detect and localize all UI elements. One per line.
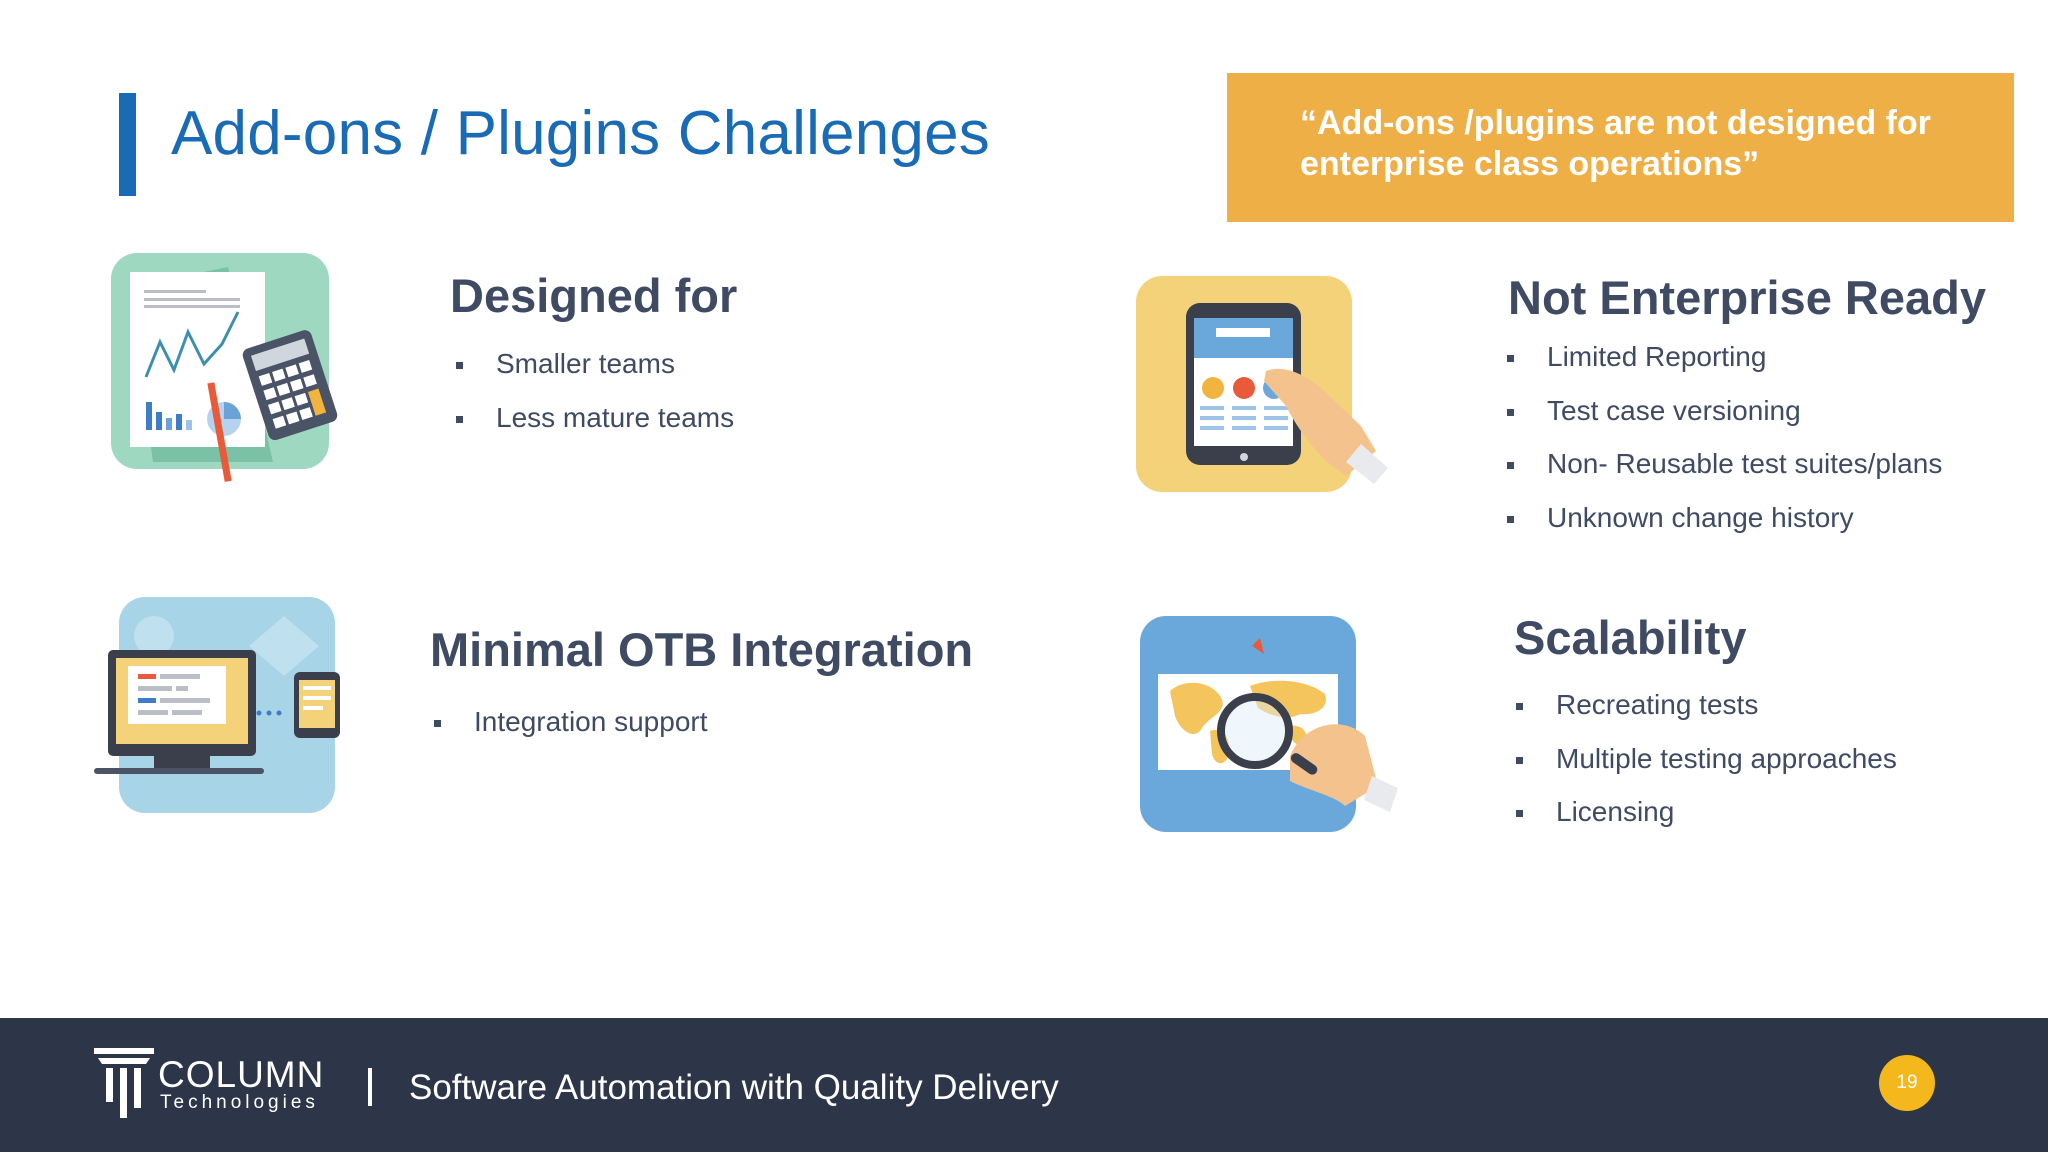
- footer-bar: [0, 1018, 2048, 1152]
- list-item: Licensing: [1516, 796, 1897, 850]
- list-item: Test case versioning: [1507, 395, 1942, 449]
- section-heading-not-enterprise-ready: Not Enterprise Ready: [1508, 271, 1986, 324]
- list-item: Less mature teams: [456, 402, 734, 456]
- quote-text: “Add-ons /plugins are not designed for e…: [1300, 104, 1931, 183]
- scalability-list: Recreating tests Multiple testing approa…: [1516, 689, 1897, 850]
- bullet-icon: [434, 720, 441, 727]
- list-item: Unknown change history: [1507, 502, 1942, 556]
- bullet-icon: [456, 415, 463, 423]
- column-logo-icon: [94, 1048, 154, 1118]
- logo-name: COLUMN: [158, 1054, 325, 1095]
- quote-callout: “Add-ons /plugins are not designed for e…: [1227, 73, 2014, 222]
- logo-subtitle: Technologies: [160, 1092, 319, 1113]
- bullet-icon: [1516, 756, 1523, 764]
- bullet-icon: [456, 362, 463, 369]
- not-enterprise-ready-list: Limited Reporting Test case versioning N…: [1507, 341, 1942, 555]
- slide-title: Add-ons / Plugins Challenges: [171, 99, 990, 168]
- bullet-icon: [1516, 703, 1523, 710]
- bullet-icon: [1507, 355, 1514, 362]
- list-item: Integration support: [434, 706, 708, 760]
- list-item: Multiple testing approaches: [1516, 743, 1897, 797]
- title-accent-bar: [119, 93, 136, 196]
- minimal-otb-list: Integration support: [434, 706, 708, 760]
- bullet-icon: [1507, 515, 1514, 523]
- map-magnifier-icon: [1140, 616, 1398, 832]
- report-calculator-icon: [111, 253, 338, 482]
- page-number-badge: 19: [1879, 1055, 1935, 1111]
- footer-divider: [368, 1068, 372, 1106]
- section-heading-designed-for: Designed for: [450, 269, 738, 322]
- list-item: Limited Reporting: [1507, 341, 1942, 395]
- list-item: Smaller teams: [456, 348, 734, 402]
- section-heading-scalability: Scalability: [1514, 611, 1747, 664]
- bullet-icon: [1507, 408, 1514, 416]
- designed-for-list: Smaller teams Less mature teams: [456, 348, 734, 455]
- footer-tagline: Software Automation with Quality Deliver…: [409, 1068, 1059, 1107]
- list-item: Recreating tests: [1516, 689, 1897, 743]
- bullet-icon: [1507, 462, 1514, 469]
- section-heading-minimal-otb: Minimal OTB Integration: [430, 623, 974, 676]
- tablet-touch-icon: [1136, 276, 1388, 492]
- list-item: Non- Reusable test suites/plans: [1507, 448, 1942, 502]
- bullet-icon: [1516, 810, 1523, 817]
- computer-phone-sync-icon: [94, 597, 340, 813]
